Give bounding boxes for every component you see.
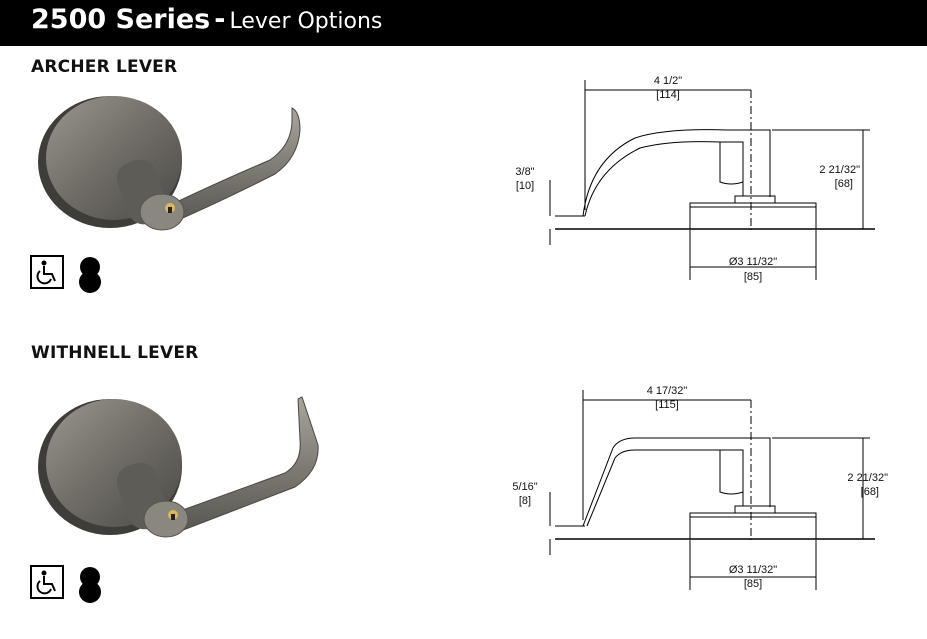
withnell-dimension-drawing: 4 17/32" [115] 2 21/32" [68] 5/16" [8] Ø… xyxy=(512,385,888,590)
archer-dimension-drawing: 4 1/2" [114] 2 21/32" [68] 3/8" [10] Ø3 … xyxy=(515,75,875,283)
keyhole-icon xyxy=(78,257,102,298)
length-dimension: 4 17/32" xyxy=(647,385,688,397)
projection-mm-dimension: [68] xyxy=(835,178,853,190)
title-separator: - xyxy=(214,4,226,35)
rose-diameter-dimension: Ø3 11/32" xyxy=(729,564,777,576)
archer-icons xyxy=(30,255,110,295)
wheelchair-accessible-icon xyxy=(30,565,64,599)
projection-dimension: 2 21/32" xyxy=(819,164,860,176)
length-dimension: 4 1/2" xyxy=(654,75,682,87)
clearance-mm-dimension: [10] xyxy=(516,180,534,192)
clearance-dimension: 3/8" xyxy=(515,166,534,178)
length-mm-dimension: [114] xyxy=(656,89,680,101)
withnell-lever-photo xyxy=(38,396,319,538)
projection-mm-dimension: [68] xyxy=(861,486,879,498)
series-title: 2500 Series xyxy=(31,4,211,35)
withnell-icons xyxy=(30,565,110,605)
series-subtitle: Lever Options xyxy=(229,9,383,34)
wheelchair-accessible-icon xyxy=(30,255,64,289)
projection-dimension: 2 21/32" xyxy=(847,472,888,484)
length-mm-dimension: [115] xyxy=(655,399,679,411)
header-bar: 2500 Series-Lever Options xyxy=(0,0,927,46)
rose-diameter-mm-dimension: [85] xyxy=(744,578,762,590)
withnell-lever-title: WITHNELL LEVER xyxy=(31,343,199,363)
page-title: 2500 Series-Lever Options xyxy=(31,4,382,35)
clearance-dimension: 5/16" xyxy=(512,481,537,493)
rose-diameter-dimension: Ø3 11/32" xyxy=(729,256,777,268)
keyhole-icon xyxy=(78,567,102,608)
clearance-mm-dimension: [8] xyxy=(519,495,531,507)
rose-diameter-mm-dimension: [85] xyxy=(744,271,762,283)
archer-lever-photo xyxy=(38,96,301,231)
archer-lever-title: ARCHER LEVER xyxy=(31,57,178,77)
